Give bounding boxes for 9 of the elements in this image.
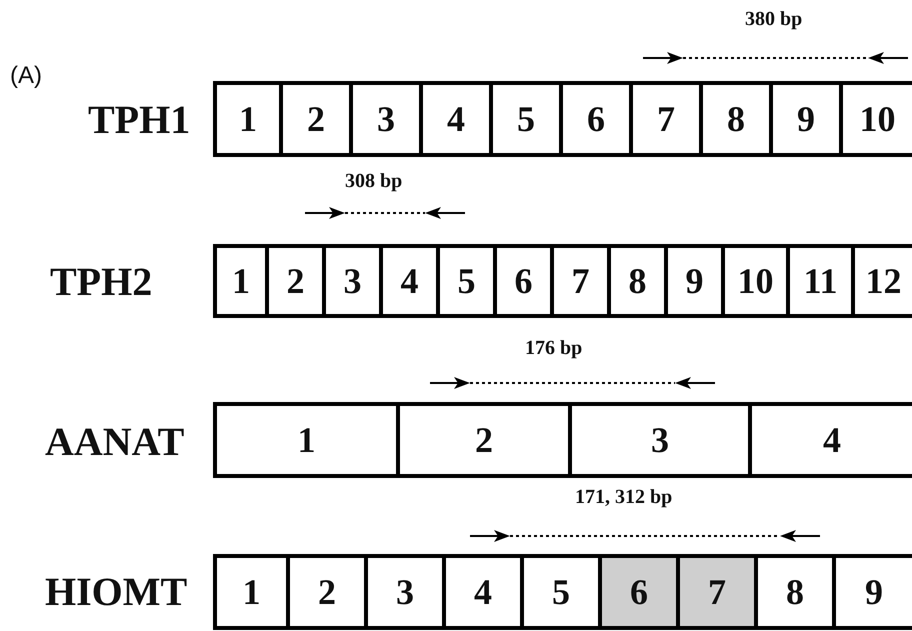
size-label: 380 bp: [745, 8, 802, 31]
gene-name: TPH1: [88, 96, 190, 143]
panel-letter: (A): [10, 62, 42, 90]
gene-name: HIOMT: [45, 568, 188, 615]
size-label: 176 bp: [525, 337, 582, 360]
size-label: 171, 312 bp: [575, 486, 672, 509]
gene-name: TPH2: [50, 258, 152, 305]
gene-name: AANAT: [45, 418, 184, 465]
size-label: 308 bp: [345, 170, 402, 193]
